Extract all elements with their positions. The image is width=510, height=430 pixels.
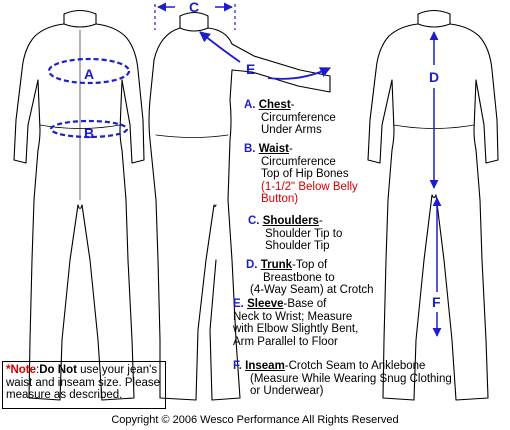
- side-figure: [148, 11, 331, 401]
- instruction-shoulders: C. Shoulders- Shoulder Tip to Shoulder T…: [248, 215, 343, 252]
- label-f: F: [432, 294, 441, 310]
- note-box: *Note:Do Not use your jean's waist and i…: [2, 361, 166, 409]
- measurement-letters: A B C D E F: [84, 0, 441, 310]
- front-figure: [13, 9, 145, 401]
- instruction-trunk: D. Trunk-Top of Breastbone to (4-Way Sea…: [246, 259, 374, 296]
- instruction-chest: A. Chest- Circumference Under Arms: [244, 99, 336, 136]
- instruction-inseam: F. Inseam-Crotch Seam to Anklebone (Meas…: [233, 360, 452, 397]
- sleeve-arrow: [199, 31, 241, 63]
- instruction-waist: B. Waist- Circumference Top of Hip Bones…: [244, 143, 358, 205]
- waist-ellipse: [49, 119, 129, 139]
- sleeve-arrow-2: [267, 67, 331, 80]
- label-c: C: [189, 0, 199, 15]
- label-d: D: [429, 69, 439, 85]
- chest-ellipse: [47, 57, 131, 85]
- measurement-guides: [47, 2, 442, 337]
- copyright-text: Copyright © 2006 Wesco Performance All R…: [111, 414, 399, 426]
- instruction-sleeve: E. Sleeve-Base of Neck to Wrist; Measure…: [233, 298, 359, 348]
- front-figure-right: [367, 9, 499, 401]
- label-a: A: [84, 66, 94, 82]
- label-b: B: [84, 125, 94, 141]
- label-e: E: [246, 61, 255, 77]
